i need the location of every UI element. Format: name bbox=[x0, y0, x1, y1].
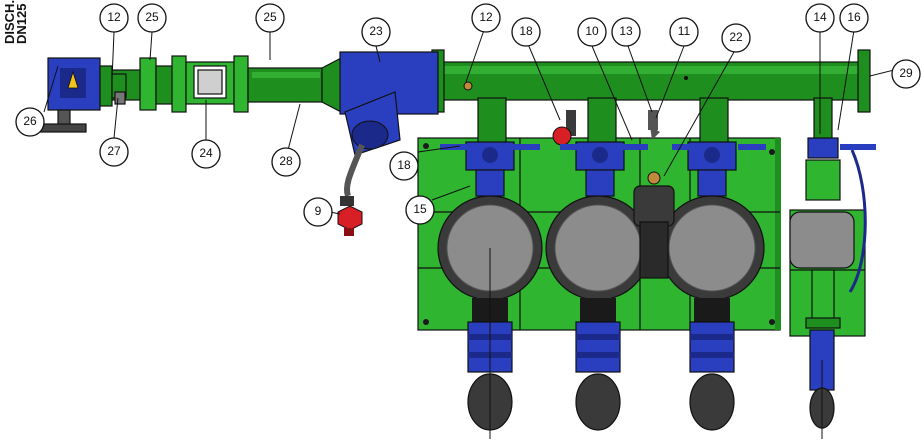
callout-24: 24 bbox=[191, 139, 221, 169]
callout-18a-label: 18 bbox=[519, 24, 533, 38]
callout-15-label: 15 bbox=[413, 202, 427, 216]
check-valve bbox=[35, 57, 127, 133]
callout-18b: 18 bbox=[389, 151, 419, 181]
callout-23-label: 23 bbox=[369, 24, 383, 38]
callout-27: 27 bbox=[99, 137, 129, 167]
callout-11: 11 bbox=[669, 17, 699, 47]
callout-18b-label: 18 bbox=[397, 158, 411, 172]
callout-15: 15 bbox=[405, 195, 435, 225]
discharge-label-line1: DISCH. bbox=[2, 0, 17, 44]
pump-1 bbox=[437, 97, 543, 439]
jockey-pump bbox=[789, 97, 867, 439]
pump-2 bbox=[545, 97, 651, 431]
y-strainer bbox=[339, 51, 439, 206]
callout-9: 9 bbox=[303, 197, 333, 227]
callout-23: 23 bbox=[361, 17, 391, 47]
callout-10-label: 10 bbox=[585, 24, 599, 38]
callout-16-label: 16 bbox=[847, 10, 861, 24]
callout-leaders bbox=[43, 29, 895, 215]
callout-10: 10 bbox=[577, 17, 607, 47]
callout-12b: 12 bbox=[471, 3, 501, 33]
callout-18a: 18 bbox=[511, 17, 541, 47]
callout-27-label: 27 bbox=[107, 144, 121, 158]
callout-14: 14 bbox=[805, 3, 835, 33]
callout-16: 16 bbox=[839, 3, 869, 33]
discharge-label-line2: DN125 bbox=[14, 4, 29, 44]
callout-22-label: 22 bbox=[729, 30, 743, 44]
callout-29-label: 29 bbox=[899, 66, 913, 80]
callout-25a-label: 25 bbox=[145, 10, 159, 24]
callout-22: 22 bbox=[721, 23, 751, 53]
callout-28: 28 bbox=[271, 147, 301, 177]
drain-valve bbox=[337, 205, 363, 236]
callout-12a-label: 12 bbox=[107, 10, 121, 24]
callout-13-label: 13 bbox=[619, 24, 633, 38]
callout-12b-label: 12 bbox=[479, 10, 493, 24]
pressure-switch-assembly bbox=[552, 110, 675, 279]
callout-25b: 25 bbox=[255, 3, 285, 33]
callout-28-label: 28 bbox=[279, 154, 293, 168]
callout-26-label: 26 bbox=[23, 114, 37, 128]
pump-3 bbox=[659, 97, 765, 431]
callout-25a: 25 bbox=[137, 3, 167, 33]
callout-29: 29 bbox=[891, 59, 921, 89]
inlet-pipe-section bbox=[94, 55, 346, 115]
callout-14-label: 14 bbox=[813, 10, 827, 24]
callout-12a: 12 bbox=[99, 3, 129, 33]
callout-24-label: 24 bbox=[199, 146, 213, 160]
discharge-label: DISCH. DN125 bbox=[2, 0, 29, 44]
callout-26: 26 bbox=[15, 107, 45, 137]
callout-25b-label: 25 bbox=[263, 10, 277, 24]
callout-13: 13 bbox=[611, 17, 641, 47]
discharge-manifold bbox=[431, 49, 871, 113]
callout-11-label: 11 bbox=[678, 24, 691, 38]
isolation-valve-handles bbox=[440, 144, 876, 150]
callout-9-label: 9 bbox=[315, 204, 322, 218]
